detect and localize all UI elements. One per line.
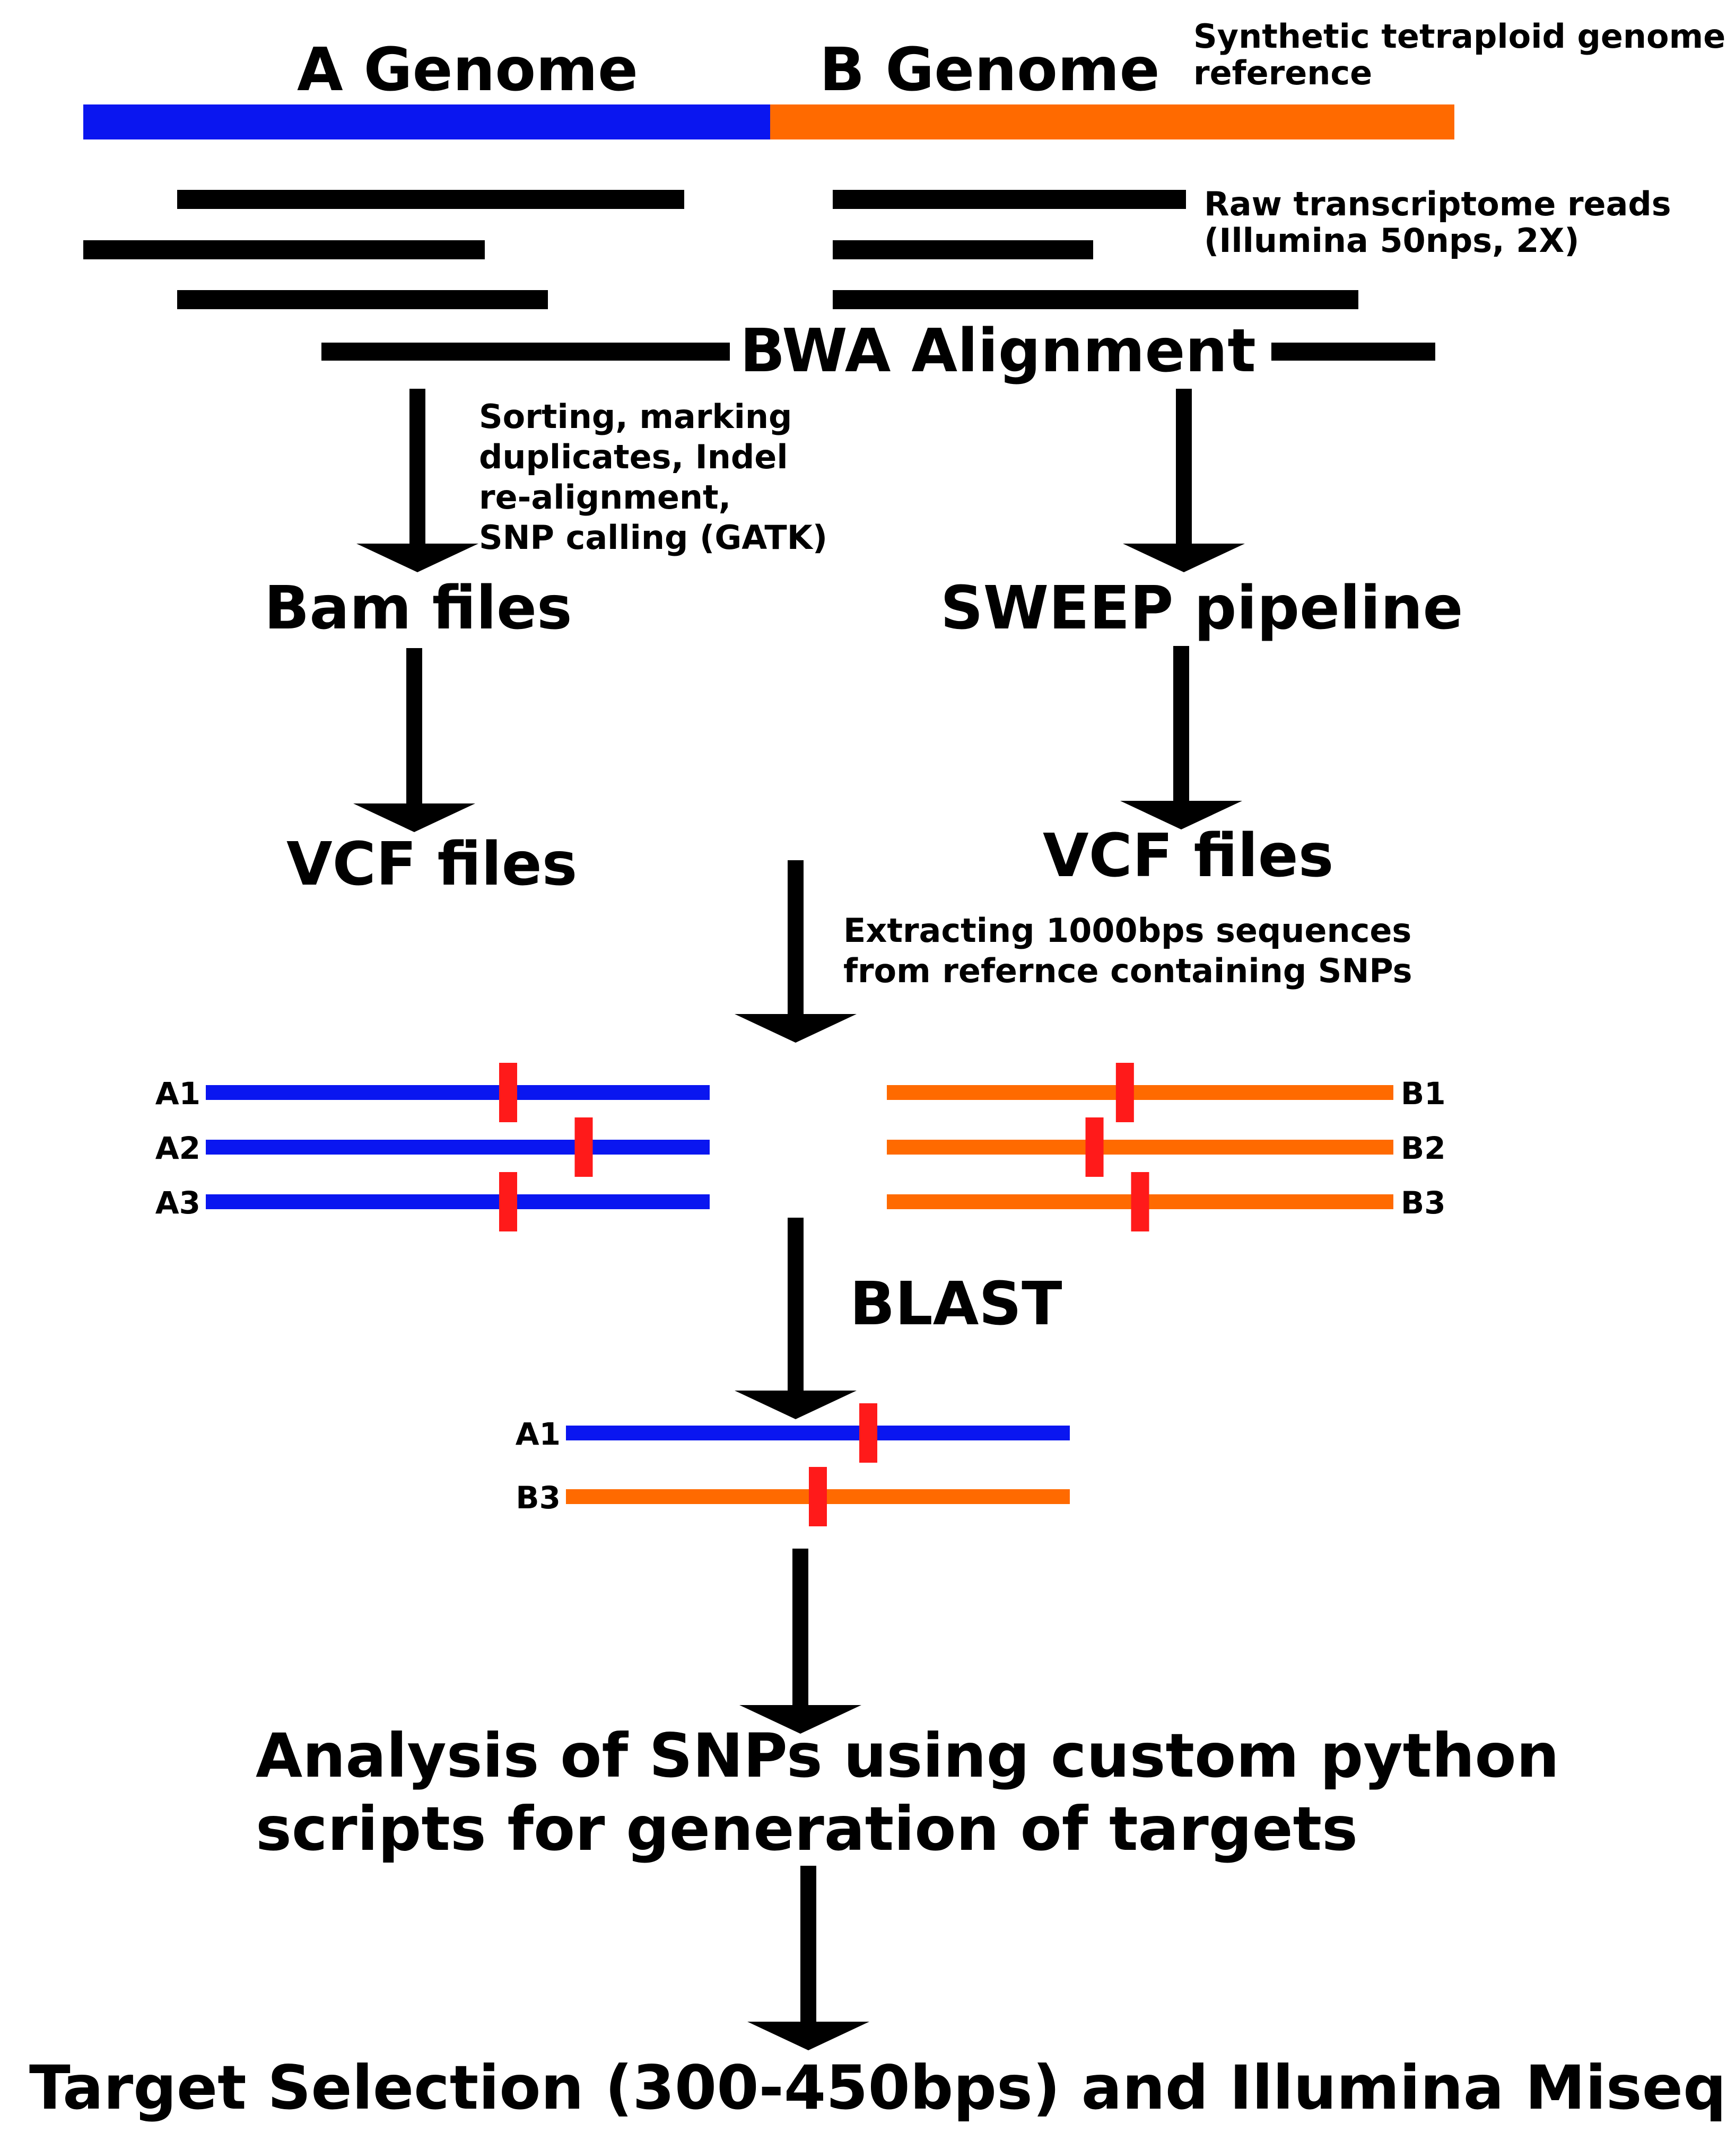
snp-marker [1085,1117,1104,1177]
vcf-files-right-label: VCF files [1043,822,1334,890]
reads-b [833,190,1358,309]
alignment-line-left [321,343,730,361]
sequence-bar [206,1194,710,1209]
sequence-b3: B3 [516,1467,1070,1526]
sequence-label: A1 [155,1076,200,1112]
arrow-alignment-to-bam [356,389,478,572]
sequence-label: A1 [516,1416,561,1452]
reference-label: Synthetic tetraploid genome reference [1193,17,1726,93]
sequence-bar [887,1085,1393,1100]
alignment-line-right [1271,343,1435,361]
analysis-label: Analysis of SNPs using custom python scr… [256,1720,1559,1864]
sweep-pipeline-label: SWEEP pipeline [940,574,1463,643]
sequence-label: A2 [155,1130,200,1166]
b-genome-bar [770,104,1454,139]
arrow-analysis-to-target [747,1866,869,2050]
snp-marker [574,1117,593,1177]
arrow-vcf-to-sequences [735,860,857,1043]
bam-files-label: Bam files [264,574,572,643]
sequence-label: B2 [1401,1130,1446,1166]
arrows [353,389,1245,2050]
gatk-step-note: Sorting, marking duplicates, Indel re-al… [479,397,828,557]
sequence-bar [566,1426,1070,1440]
snp-marker [859,1403,877,1463]
sequence-b2: B2 [887,1117,1446,1177]
sequence-a3: A3 [155,1172,710,1231]
b-genome-label: B Genome [819,36,1160,104]
read-bar [177,290,548,309]
sequence-label: B3 [516,1480,561,1516]
sequence-a1: A1 [516,1403,1070,1463]
extract-label: Extracting 1000bps sequences from refern… [843,911,1412,990]
reads-a [83,190,684,309]
snp-marker [809,1467,827,1526]
read-bar [83,240,485,259]
arrow-sequences-to-blast [735,1218,857,1419]
sequence-label: B1 [1401,1076,1446,1112]
arrow-sweep-to-vcf [1120,646,1242,829]
sequence-label: A3 [155,1185,200,1221]
alignment-label: BWA Alignment [740,317,1256,386]
arrow-blast-to-analysis [739,1549,861,1734]
snp-marker [1131,1172,1149,1231]
sequence-a1: A1 [155,1063,710,1122]
sequence-bar [206,1085,710,1100]
read-bar [833,240,1093,259]
arrow-alignment-to-sweep [1123,389,1245,572]
snp-marker [499,1063,517,1122]
sequence-a2: A2 [155,1117,710,1177]
sequence-b1: B1 [887,1063,1446,1122]
arrow-bam-to-vcf [353,648,475,832]
a-genome-bar [83,104,770,139]
blast-label: BLAST [850,1270,1062,1339]
read-bar [833,290,1358,309]
sequence-bar [887,1140,1393,1155]
reads-label: Raw transcriptome reads (Illumina 50nps,… [1204,185,1671,260]
snp-marker [499,1172,517,1231]
sequence-label: B3 [1401,1185,1446,1221]
a-genome-label: A Genome [297,36,638,104]
read-bar [177,190,684,209]
read-bar [833,190,1186,209]
sequence-b3: B3 [887,1172,1446,1231]
sequence-bar [206,1140,710,1155]
target-selection-label: Target Selection (300-450bps) and Illumi… [29,2052,1726,2123]
vcf-files-left-label: VCF files [286,830,578,899]
snp-marker [1115,1063,1134,1122]
